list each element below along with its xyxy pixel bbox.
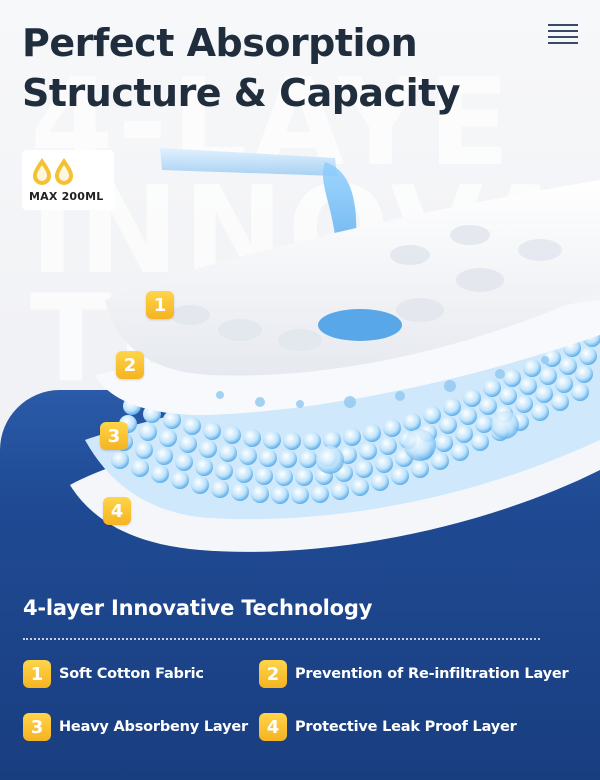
menu-icon (548, 24, 578, 26)
droplet-icon (33, 158, 73, 185)
absorbed-liquid (318, 309, 402, 341)
pour-tube (160, 148, 337, 176)
layer-marker-3: 3 (100, 422, 128, 450)
menu-button[interactable] (548, 22, 578, 44)
feature-number: 1 (23, 660, 51, 688)
title-line-2: Structure & Capacity (22, 71, 461, 115)
feature-item-2: 2 Prevention of Re-infiltration Layer (259, 660, 569, 688)
capacity-label: MAX 200ML (29, 190, 104, 203)
layer-marker-1: 1 (146, 291, 174, 319)
layer-illustration (70, 148, 600, 552)
feature-label: Heavy Absorbeny Layer (59, 719, 248, 735)
title-line-1: Perfect Absorption (22, 21, 418, 65)
feature-item-4: 4 Protective Leak Proof Layer (259, 713, 517, 741)
absorbent-beads (111, 329, 600, 504)
section-divider (23, 638, 540, 640)
layer-marker-2: 2 (116, 351, 144, 379)
page-title: Perfect Absorption Structure & Capacity (22, 18, 461, 118)
capacity-badge: MAX 200ML (22, 150, 114, 210)
section-heading: 4-layer Innovative Technology (23, 596, 373, 620)
feature-item-3: 3 Heavy Absorbeny Layer (23, 713, 248, 741)
feature-item-1: 1 Soft Cotton Fabric (23, 660, 204, 688)
feature-number: 3 (23, 713, 51, 741)
feature-label: Protective Leak Proof Layer (295, 719, 517, 735)
feature-label: Prevention of Re-infiltration Layer (295, 666, 569, 682)
feature-label: Soft Cotton Fabric (59, 666, 204, 682)
feature-number: 2 (259, 660, 287, 688)
feature-number: 4 (259, 713, 287, 741)
layer-marker-4: 4 (103, 497, 131, 525)
